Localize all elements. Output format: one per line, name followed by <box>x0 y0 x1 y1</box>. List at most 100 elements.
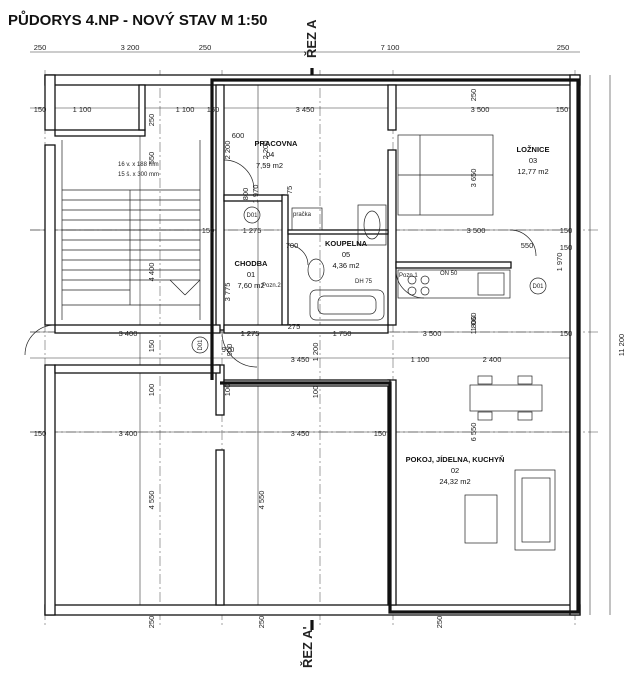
kitchen-counter <box>397 269 511 299</box>
svg-text:550: 550 <box>147 152 156 165</box>
dimensions-row1: 150 1 100 1 100 150 3 450 3 500 150 <box>34 105 569 114</box>
room-chodba: CHODBA 01 7,60 m2 <box>235 259 268 290</box>
svg-text:3 500: 3 500 <box>471 105 490 114</box>
svg-text:D01: D01 <box>246 213 258 219</box>
svg-text:1 275: 1 275 <box>241 329 260 338</box>
svg-text:4 400: 4 400 <box>147 263 156 282</box>
room-number: 04 <box>266 150 274 159</box>
svg-text:250: 250 <box>199 43 212 52</box>
room-number: 02 <box>451 466 459 475</box>
svg-text:1 100: 1 100 <box>73 105 92 114</box>
svg-text:800: 800 <box>241 188 250 201</box>
room-area: 4,36 m2 <box>332 261 359 270</box>
room-name: CHODBA <box>235 259 268 268</box>
room-loznice: LOŽNICE 03 12,77 m2 <box>517 145 550 176</box>
svg-text:1 800: 1 800 <box>469 316 478 335</box>
sink <box>291 207 323 231</box>
door-tag-d01-b: D01 <box>529 277 547 295</box>
svg-text:D01: D01 <box>532 284 544 290</box>
section-mark-bottom: ŘEZ A' <box>300 626 315 668</box>
svg-text:1 060: 1 060 <box>469 313 478 332</box>
room-name: PRACOVNA <box>255 139 299 148</box>
room-number: 03 <box>529 156 537 165</box>
svg-text:2 200: 2 200 <box>223 141 232 160</box>
svg-text:75: 75 <box>285 186 294 194</box>
note-2-label: Pozn.2 <box>262 283 281 289</box>
svg-text:3 200: 3 200 <box>121 43 140 52</box>
svg-text:250: 250 <box>257 616 266 629</box>
room-area: 7,59 m2 <box>256 161 283 170</box>
svg-text:D01: D01 <box>198 339 204 351</box>
svg-text:100: 100 <box>311 386 320 399</box>
svg-text:150: 150 <box>556 105 569 114</box>
bathtub <box>309 289 385 321</box>
svg-text:3 450: 3 450 <box>291 429 310 438</box>
room-name: LOŽNICE <box>517 145 550 154</box>
room-number: 01 <box>247 270 255 279</box>
bed <box>397 134 494 216</box>
svg-text:150: 150 <box>207 105 220 114</box>
note-1-label: Pozn.1 <box>399 273 418 279</box>
svg-text:600: 600 <box>232 131 245 140</box>
svg-text:3 775: 3 775 <box>223 283 232 302</box>
door-dh75-label: DH 75 <box>355 279 373 285</box>
svg-text:100: 100 <box>223 384 232 397</box>
svg-text:1 970: 1 970 <box>555 253 564 272</box>
svg-text:550: 550 <box>521 241 534 250</box>
room-koupelna: KOUPELNA 05 4,36 m2 <box>325 239 368 270</box>
svg-text:1 100: 1 100 <box>411 355 430 364</box>
dimensions-row2: 150 1 275 700 1 275 3 500 550 150 <box>202 226 573 338</box>
svg-text:150: 150 <box>374 429 387 438</box>
svg-text:150: 150 <box>560 226 573 235</box>
dimensions-row5: 150 3 400 3 450 150 <box>34 429 387 438</box>
room-pracovna: PRACOVNA 04 7,59 m2 <box>255 139 299 170</box>
dimension-right-total: 11 200 <box>617 334 626 356</box>
svg-text:1 275: 1 275 <box>241 329 260 338</box>
svg-text:1 970: 1 970 <box>251 185 260 204</box>
door-tag-d01-c: D01 <box>191 336 209 354</box>
room-number: 05 <box>342 250 350 259</box>
svg-text:250: 250 <box>435 616 444 629</box>
svg-text:1 200: 1 200 <box>311 343 320 362</box>
svg-text:150: 150 <box>560 329 573 338</box>
svg-text:3 400: 3 400 <box>119 329 138 338</box>
cabinet-label: ON 50 <box>440 271 458 277</box>
svg-text:3 500: 3 500 <box>467 226 486 235</box>
svg-text:250: 250 <box>147 616 156 629</box>
stairs-label-1: 16 v. x 188 mm <box>118 162 159 168</box>
svg-text:970: 970 <box>222 345 235 354</box>
svg-text:3 450: 3 450 <box>291 355 310 364</box>
svg-text:4 550: 4 550 <box>257 491 266 510</box>
room-name: KOUPELNA <box>325 239 368 248</box>
svg-text:150: 150 <box>560 243 573 252</box>
interior-walls <box>54 84 512 606</box>
svg-text:700: 700 <box>286 241 299 250</box>
svg-text:1 100: 1 100 <box>176 105 195 114</box>
staircase <box>54 84 201 320</box>
dimensions-top: 250 3 200 250 7 100 250 <box>34 43 570 52</box>
svg-text:3 400: 3 400 <box>119 429 138 438</box>
dimensions-misc: 600 800 1 970 75 900 970 1 060 1 970 150 <box>222 131 573 356</box>
svg-text:275: 275 <box>288 322 301 331</box>
toilet <box>307 258 325 282</box>
sofa <box>514 469 556 551</box>
svg-text:1 750: 1 750 <box>333 329 352 338</box>
room-area: 24,32 m2 <box>439 477 470 486</box>
svg-text:3 650: 3 650 <box>469 169 478 188</box>
svg-text:250: 250 <box>469 89 478 102</box>
svg-text:250: 250 <box>557 43 570 52</box>
svg-text:1 275: 1 275 <box>243 226 262 235</box>
svg-text:150: 150 <box>147 340 156 353</box>
shower-basin <box>357 204 387 246</box>
plan-title: PŮDORYS 4.NP - NOVÝ STAV M 1:50 <box>8 10 268 29</box>
dimensions-vertical-right: 250 3 650 1 800 6 550 250 <box>435 89 478 629</box>
svg-text:6 550: 6 550 <box>469 423 478 442</box>
svg-text:2 200: 2 200 <box>261 141 270 160</box>
door-tag-d01-a: D01 <box>243 206 261 224</box>
room-area: 12,77 m2 <box>517 167 548 176</box>
dimensions-vertical-mid: 100 2 200 2 200 3 775 1 200 100 4 550 25… <box>223 141 320 629</box>
dimensions-vertical-left: 250 550 4 400 150 100 4 550 250 <box>147 114 156 629</box>
svg-text:4 550: 4 550 <box>147 491 156 510</box>
dimensions-row4: 3 450 1 100 2 400 <box>291 355 502 364</box>
